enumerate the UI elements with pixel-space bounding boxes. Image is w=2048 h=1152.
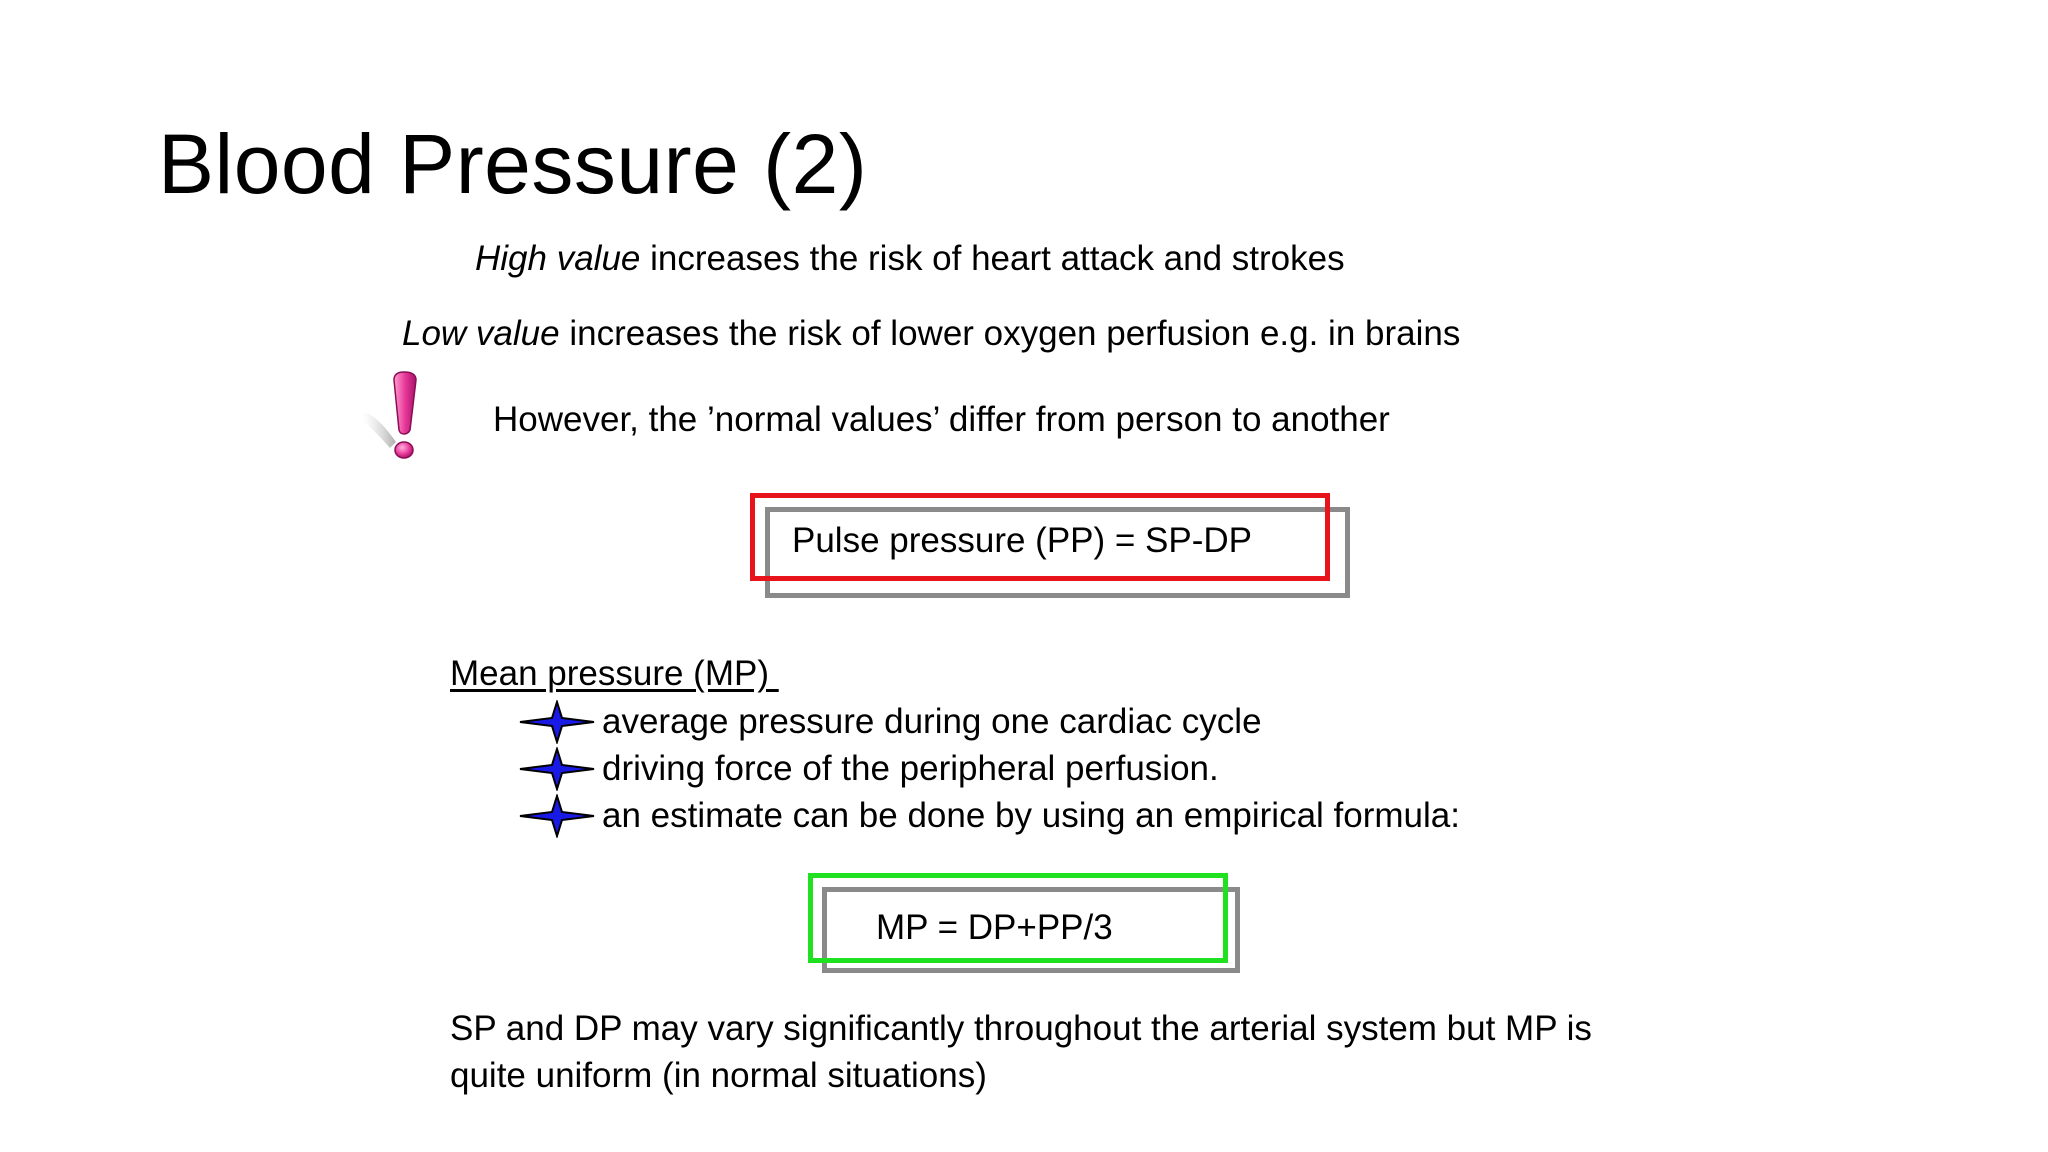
closing-line-2: quite uniform (in normal situations) [450,1056,987,1095]
normal-values-note: However, the ’normal values’ differ from… [493,400,1390,439]
closing-line-1: SP and DP may vary significantly through… [450,1009,1592,1048]
mean-pressure-formula: MP = DP+PP/3 [876,908,1113,947]
list-item-text: driving force of the peripheral perfusio… [602,748,1219,788]
exclamation-icon [362,371,417,459]
high-value-emphasis: High value [475,239,641,278]
high-value-line: High value increases the risk of heart a… [475,238,1345,280]
high-value-text: increases the risk of heart attack and s… [640,239,1345,278]
mean-pressure-heading: Mean pressure (MP) [450,654,779,693]
slide-title: Blood Pressure (2) [158,117,868,211]
pulse-pressure-box-frame [750,493,1330,581]
four-point-star-icon [519,793,595,838]
pulse-pressure-box: Pulse pressure (PP) = SP-DP [750,493,1350,598]
list-item-text: average pressure during one cardiac cycl… [602,701,1262,741]
mean-pressure-formula-box: MP = DP+PP/3 [808,873,1240,973]
mean-pressure-box-shadow [822,887,1240,973]
low-value-line: Low value increases the risk of lower ox… [402,313,1460,355]
pulse-pressure-formula: Pulse pressure (PP) = SP-DP [792,521,1253,560]
low-value-text: increases the risk of lower oxygen perfu… [559,314,1461,353]
four-point-star-icon [519,746,595,791]
list-item: driving force of the peripheral perfusio… [518,745,1460,792]
list-item: average pressure during one cardiac cycl… [518,698,1460,745]
low-value-emphasis: Low value [402,314,560,353]
pulse-pressure-box-shadow [765,507,1350,598]
list-item-text: an estimate can be done by using an empi… [602,795,1460,835]
list-item: an estimate can be done by using an empi… [518,792,1460,839]
closing-paragraph: SP and DP may vary significantly through… [450,1005,1700,1099]
mean-pressure-list: average pressure during one cardiac cycl… [518,698,1460,839]
mean-pressure-box-frame [808,873,1228,963]
four-point-star-icon [519,699,595,744]
